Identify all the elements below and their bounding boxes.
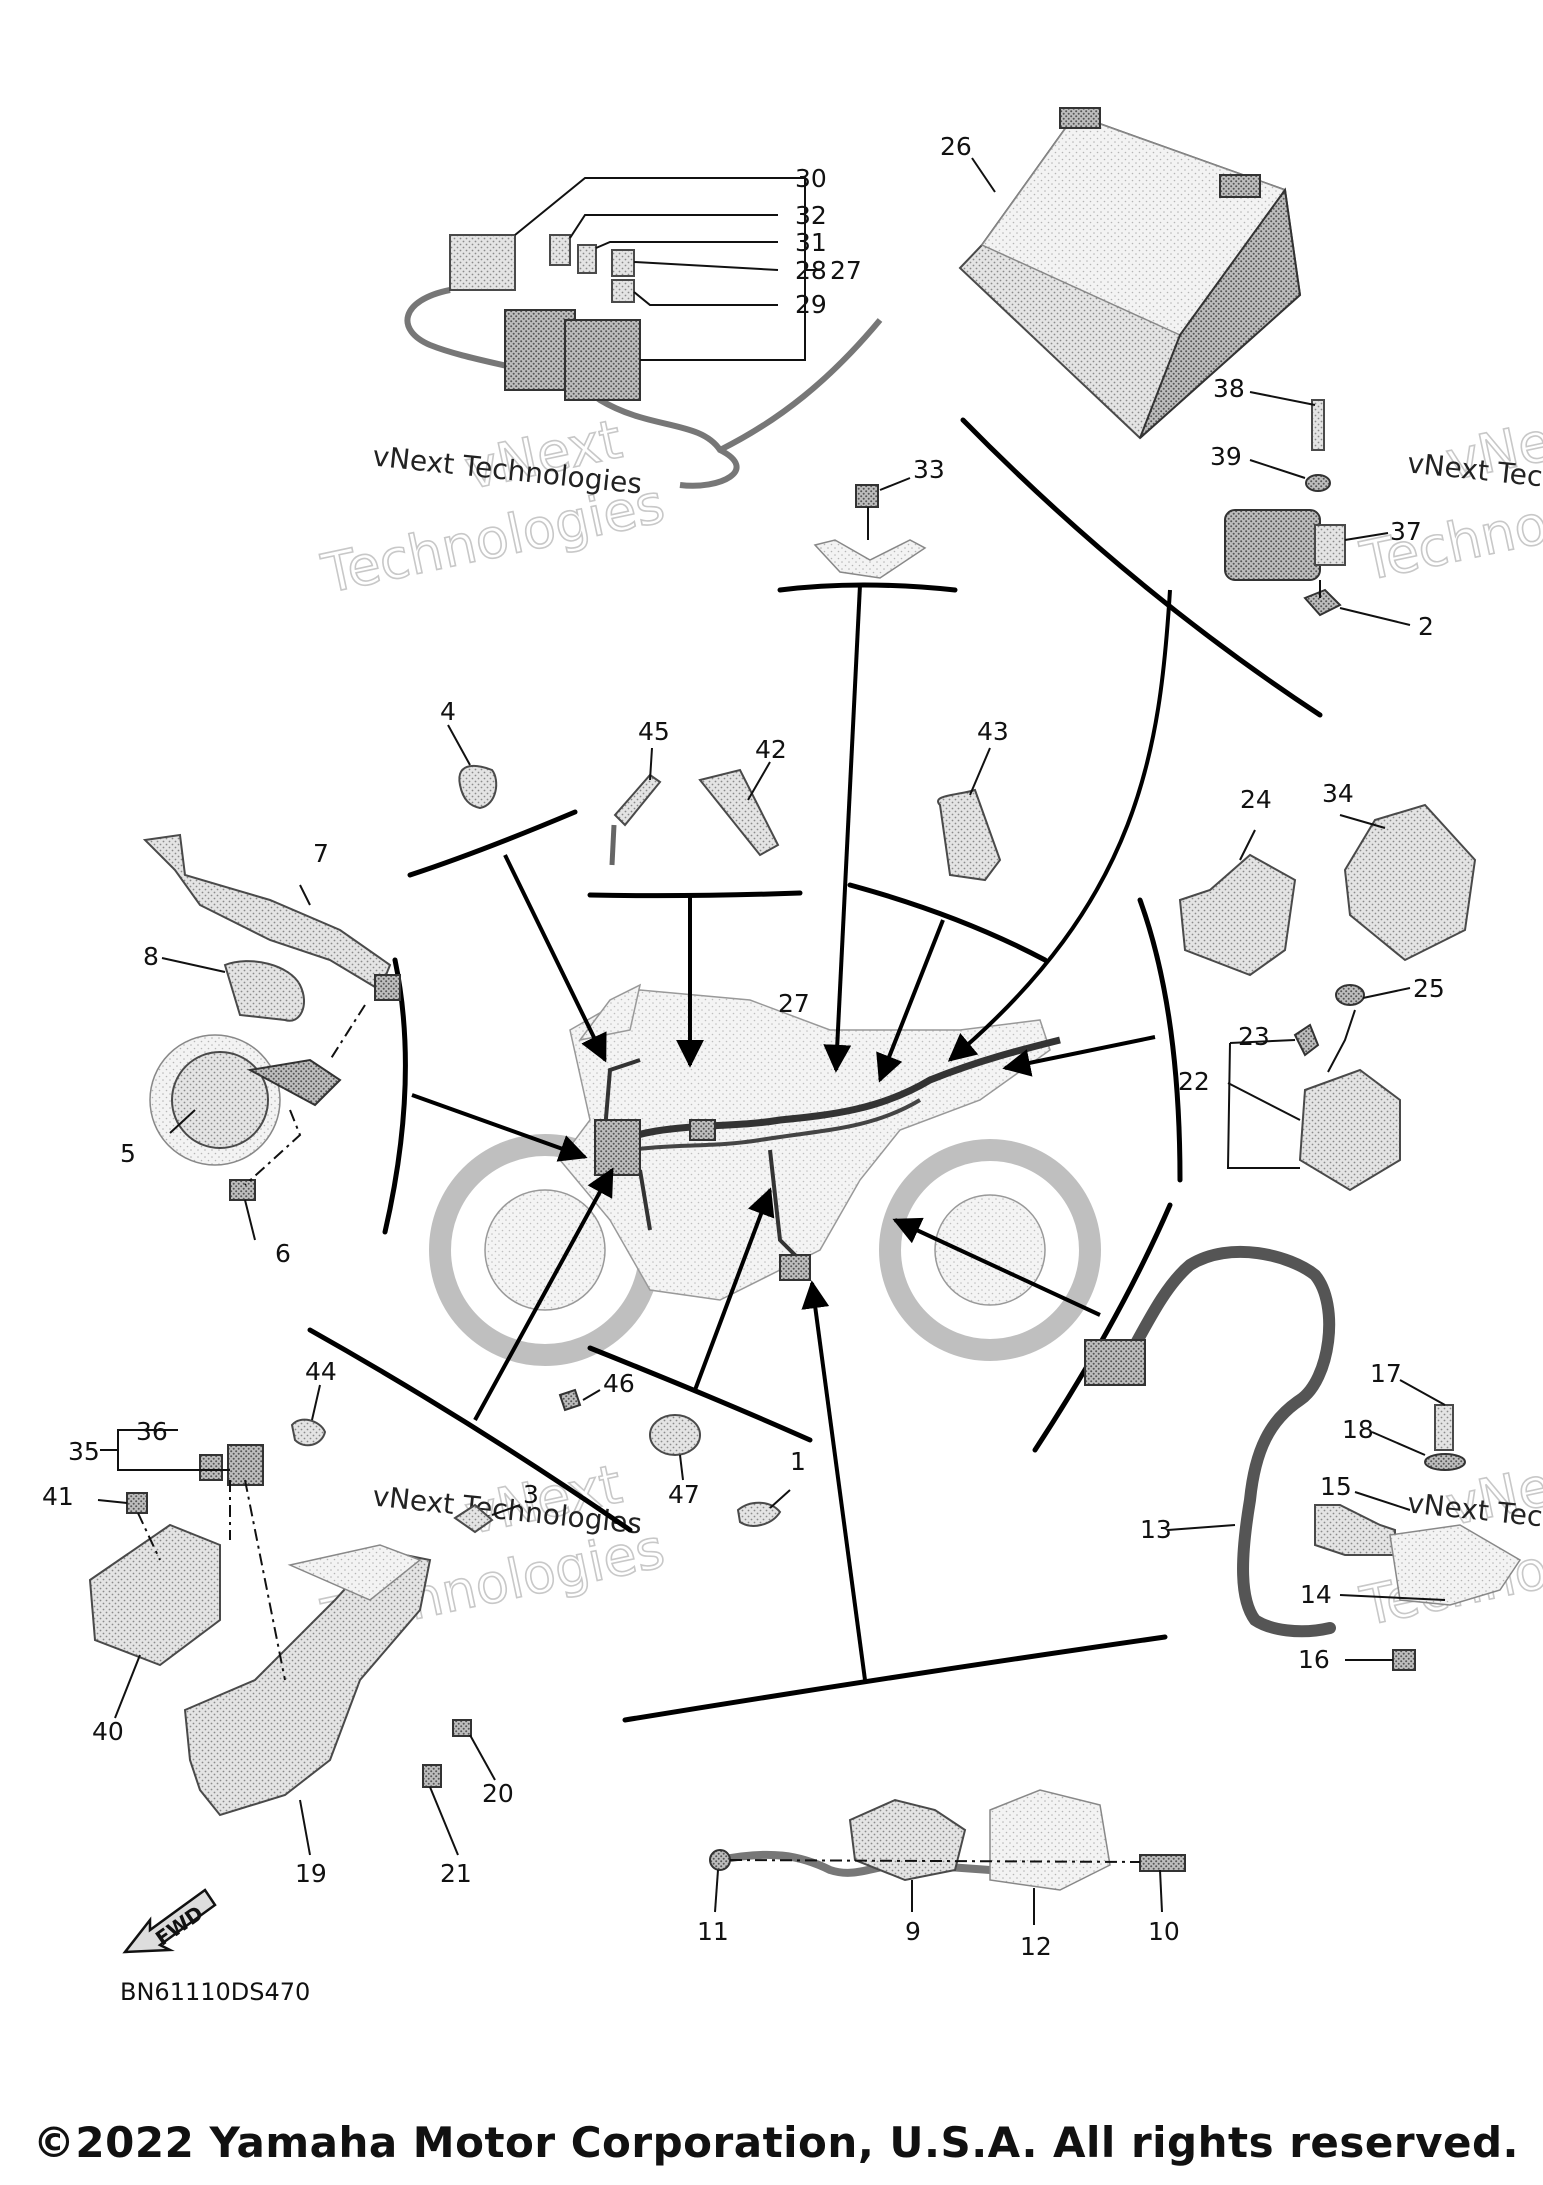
ecu-bracket-assembly: [88, 1384, 496, 1856]
svg-text:34: 34: [1322, 779, 1354, 808]
svg-text:45: 45: [638, 717, 670, 746]
battery: [958, 107, 1302, 440]
callout-labels: 30 32 31 28 27 29 26 38 39 37 2 33 4 45 …: [42, 132, 1445, 1961]
fwd-arrow-icon: FWD: [122, 1888, 217, 1954]
svg-text:39: 39: [1210, 442, 1242, 471]
svg-text:29: 29: [795, 290, 827, 319]
svg-text:2: 2: [1418, 612, 1434, 641]
svg-text:30: 30: [795, 164, 827, 193]
starter-relay-assembly: [1224, 391, 1411, 626]
svg-text:22: 22: [1178, 1067, 1210, 1096]
svg-text:16: 16: [1298, 1645, 1330, 1674]
band-43: [937, 747, 1002, 882]
svg-text:6: 6: [275, 1239, 291, 1268]
o2-sensor-assembly: [1084, 1246, 1522, 1671]
svg-text:4: 4: [440, 697, 456, 726]
svg-text:12: 12: [1020, 1932, 1052, 1961]
band-45: [609, 747, 662, 866]
svg-text:33: 33: [913, 455, 945, 484]
small-parts-center: [453, 1388, 791, 1534]
relay-group-right: [1178, 803, 1477, 1192]
svg-text:37: 37: [1390, 517, 1422, 546]
watermark-top-left: vNext Technologies vNext Technologies: [315, 407, 670, 607]
svg-text:36: 36: [136, 1417, 168, 1446]
svg-text:14: 14: [1300, 1580, 1332, 1609]
svg-text:11: 11: [697, 1917, 729, 1946]
band-4: [447, 724, 498, 810]
group-brackets: [307, 417, 1323, 1723]
svg-text:25: 25: [1413, 974, 1445, 1003]
svg-text:47: 47: [668, 1480, 700, 1509]
svg-text:9: 9: [905, 1917, 921, 1946]
svg-text:23: 23: [1238, 1022, 1270, 1051]
svg-text:20: 20: [482, 1779, 514, 1808]
svg-text:27: 27: [830, 256, 862, 285]
diagram-code: BN61110DS470: [120, 1978, 310, 2006]
svg-text:38: 38: [1213, 374, 1245, 403]
horn-assembly: [142, 833, 401, 1241]
svg-text:3: 3: [523, 1480, 539, 1509]
svg-text:32: 32: [795, 201, 827, 230]
svg-text:24: 24: [1240, 785, 1272, 814]
svg-text:10: 10: [1148, 1917, 1180, 1946]
svg-text:42: 42: [755, 735, 787, 764]
svg-text:7: 7: [313, 839, 329, 868]
svg-text:40: 40: [92, 1717, 124, 1746]
svg-text:43: 43: [977, 717, 1009, 746]
svg-text:35: 35: [68, 1437, 100, 1466]
svg-text:1: 1: [790, 1447, 806, 1476]
svg-text:21: 21: [440, 1859, 472, 1888]
svg-text:28: 28: [795, 256, 827, 285]
svg-text:41: 41: [42, 1482, 74, 1511]
svg-text:27: 27: [778, 989, 810, 1018]
svg-text:15: 15: [1320, 1472, 1352, 1501]
svg-text:5: 5: [120, 1139, 136, 1168]
svg-text:26: 26: [940, 132, 972, 161]
svg-text:8: 8: [143, 942, 159, 971]
svg-text:44: 44: [305, 1357, 337, 1386]
main-wire-harness: [594, 1036, 1061, 1281]
svg-text:31: 31: [795, 228, 827, 257]
bracket-33: [813, 477, 927, 579]
motorcycle-silhouette: [429, 983, 1101, 1366]
watermark-top-right: vNext Technologies vNext Technologies: [1354, 398, 1543, 594]
svg-text:18: 18: [1342, 1415, 1374, 1444]
svg-text:19: 19: [295, 1859, 327, 1888]
svg-text:46: 46: [603, 1369, 635, 1398]
fuse-box-assembly: [404, 177, 883, 489]
sensor-bracket-bottom: [709, 1789, 1186, 1925]
svg-text:17: 17: [1370, 1359, 1402, 1388]
svg-text:13: 13: [1140, 1515, 1172, 1544]
band-42: [698, 761, 780, 857]
copyright-footer: ©2022 Yamaha Motor Corporation, U.S.A. A…: [32, 2118, 1519, 2167]
